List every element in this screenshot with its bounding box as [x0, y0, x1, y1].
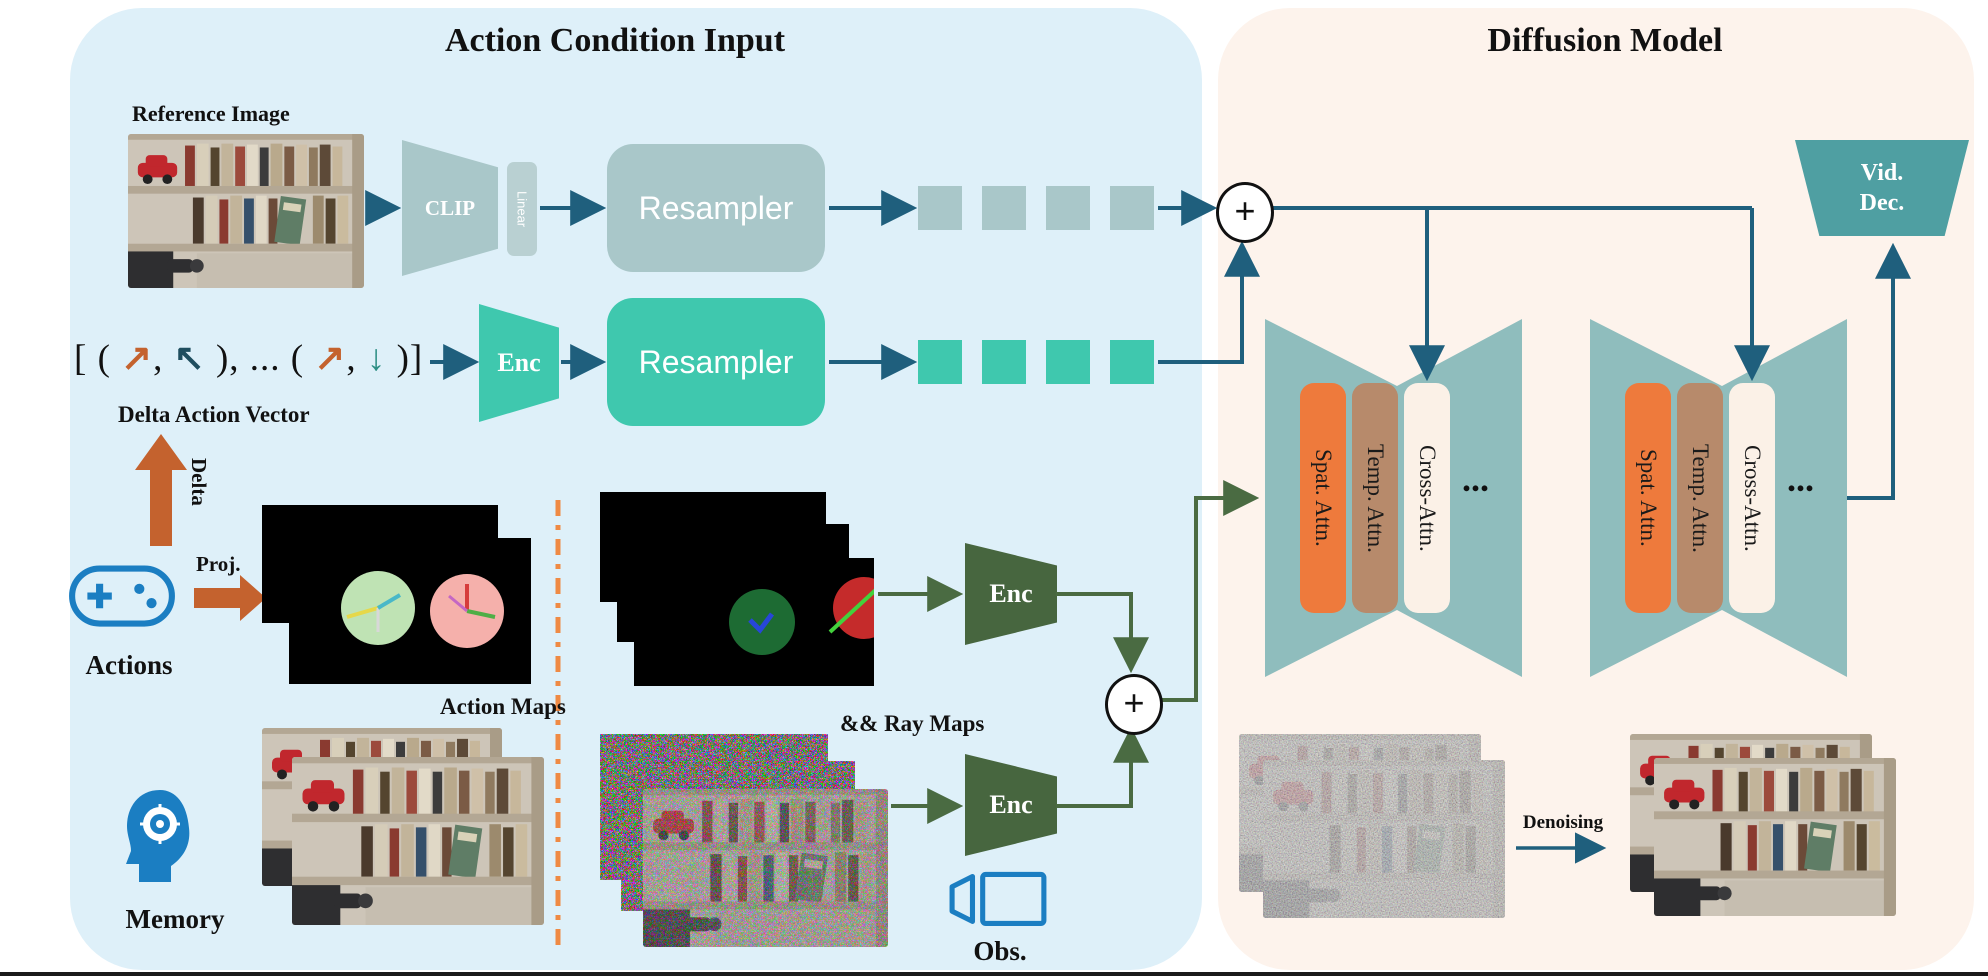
delta-action-vector-text: [ ( ↗, ↖ ), ... ( ↗, ↓ )]	[74, 336, 423, 380]
unet1-ellipsis: ...	[1462, 459, 1489, 499]
clip-encoder-block: CLIP	[402, 140, 498, 276]
resampler-top-label: Resampler	[638, 189, 794, 226]
noisy-obs-frame-front	[643, 789, 888, 947]
action-maps-label: Action Maps	[440, 694, 566, 719]
vector-text: ), ... (	[205, 338, 315, 379]
spat-attn-label: Spat. Attn.	[1636, 449, 1661, 547]
memory-head-icon	[118, 784, 198, 896]
unet1-temporal-attn-block: Temp. Attn.	[1352, 383, 1398, 613]
vid-dec-label-line1: Vid.	[1860, 160, 1904, 186]
linear-block: Linear	[507, 162, 537, 256]
right-panel-title: Diffusion Model	[1487, 22, 1723, 59]
ray-map-frame-front	[634, 558, 874, 686]
gamepad-icon	[66, 548, 178, 642]
actions-label: Actions	[85, 650, 173, 680]
unet2-temporal-attn-block: Temp. Attn.	[1677, 383, 1723, 613]
temp-attn-label: Temp. Attn.	[1688, 443, 1713, 553]
vector-arrow-up-left-icon: ↖	[173, 338, 206, 379]
cross-attn-label: Cross-Attn.	[1740, 444, 1765, 552]
sum-circle-top: +	[1216, 182, 1274, 243]
vector-text: )]	[386, 338, 424, 379]
denoising-label: Denoising	[1522, 812, 1604, 833]
proj-label: Proj.	[196, 552, 241, 576]
resampler-top-block: Resampler	[607, 144, 825, 272]
sum-circle-bottom: +	[1105, 674, 1163, 735]
unet2-ellipsis: ...	[1787, 459, 1814, 499]
vector-arrow-down-icon: ↓	[366, 338, 387, 379]
resampler-bottom-label: Resampler	[638, 343, 794, 380]
plus-icon: +	[1123, 682, 1145, 723]
vid-dec-label-line2: Dec.	[1859, 190, 1905, 216]
plus-icon: +	[1234, 190, 1256, 231]
token-square	[982, 186, 1026, 230]
token-square	[982, 340, 1026, 384]
reference-image-label: Reference Image	[132, 101, 290, 126]
unet1-spatial-attn-block: Spat. Attn.	[1300, 383, 1346, 613]
vector-arrow-up-right-icon: ↗	[121, 338, 154, 379]
enc-obs-label: Enc	[989, 790, 1033, 819]
resampler-bottom-block: Resampler	[607, 298, 825, 426]
unet2-cross-attn-block: Cross-Attn.	[1729, 383, 1775, 613]
vector-arrow-up-right-icon: ↗	[314, 338, 347, 379]
linear-label: Linear	[514, 190, 530, 228]
temp-attn-label: Temp. Attn.	[1363, 443, 1388, 553]
delta-label: Delta	[187, 458, 211, 506]
unet1-cross-attn-block: Cross-Attn.	[1404, 383, 1450, 613]
vector-text: ,	[346, 338, 367, 379]
unet2-spatial-attn-block: Spat. Attn.	[1625, 383, 1671, 613]
action-map-frame-front	[289, 538, 531, 684]
obs-label: Obs.	[973, 936, 1027, 966]
video-decoder-block: Vid. Dec.	[1795, 140, 1969, 236]
memory-label: Memory	[125, 904, 225, 934]
vector-text: ,	[153, 338, 174, 379]
ray-maps-label: && Ray Maps	[840, 711, 985, 736]
token-square	[918, 340, 962, 384]
enc-action-label: Enc	[989, 579, 1033, 608]
bottom-rule	[0, 972, 1988, 976]
noisy-latent-image-front	[1263, 760, 1505, 918]
spat-attn-label: Spat. Attn.	[1311, 449, 1336, 547]
cross-attn-label: Cross-Attn.	[1415, 444, 1440, 552]
token-square	[1046, 340, 1090, 384]
token-square	[1110, 186, 1154, 230]
clip-label: CLIP	[424, 195, 476, 220]
token-square	[1046, 186, 1090, 230]
denoised-image-front	[1654, 758, 1896, 916]
delta-action-vector-label: Delta Action Vector	[118, 402, 310, 427]
vector-text: [ (	[74, 338, 122, 379]
left-panel-title: Action Condition Input	[444, 22, 786, 59]
memory-photo-front	[292, 757, 544, 925]
camera-obs-icon	[948, 868, 1050, 934]
token-square	[1110, 340, 1154, 384]
enc-vector-label: Enc	[497, 348, 541, 377]
token-square	[918, 186, 962, 230]
reference-image-photo	[128, 134, 364, 288]
